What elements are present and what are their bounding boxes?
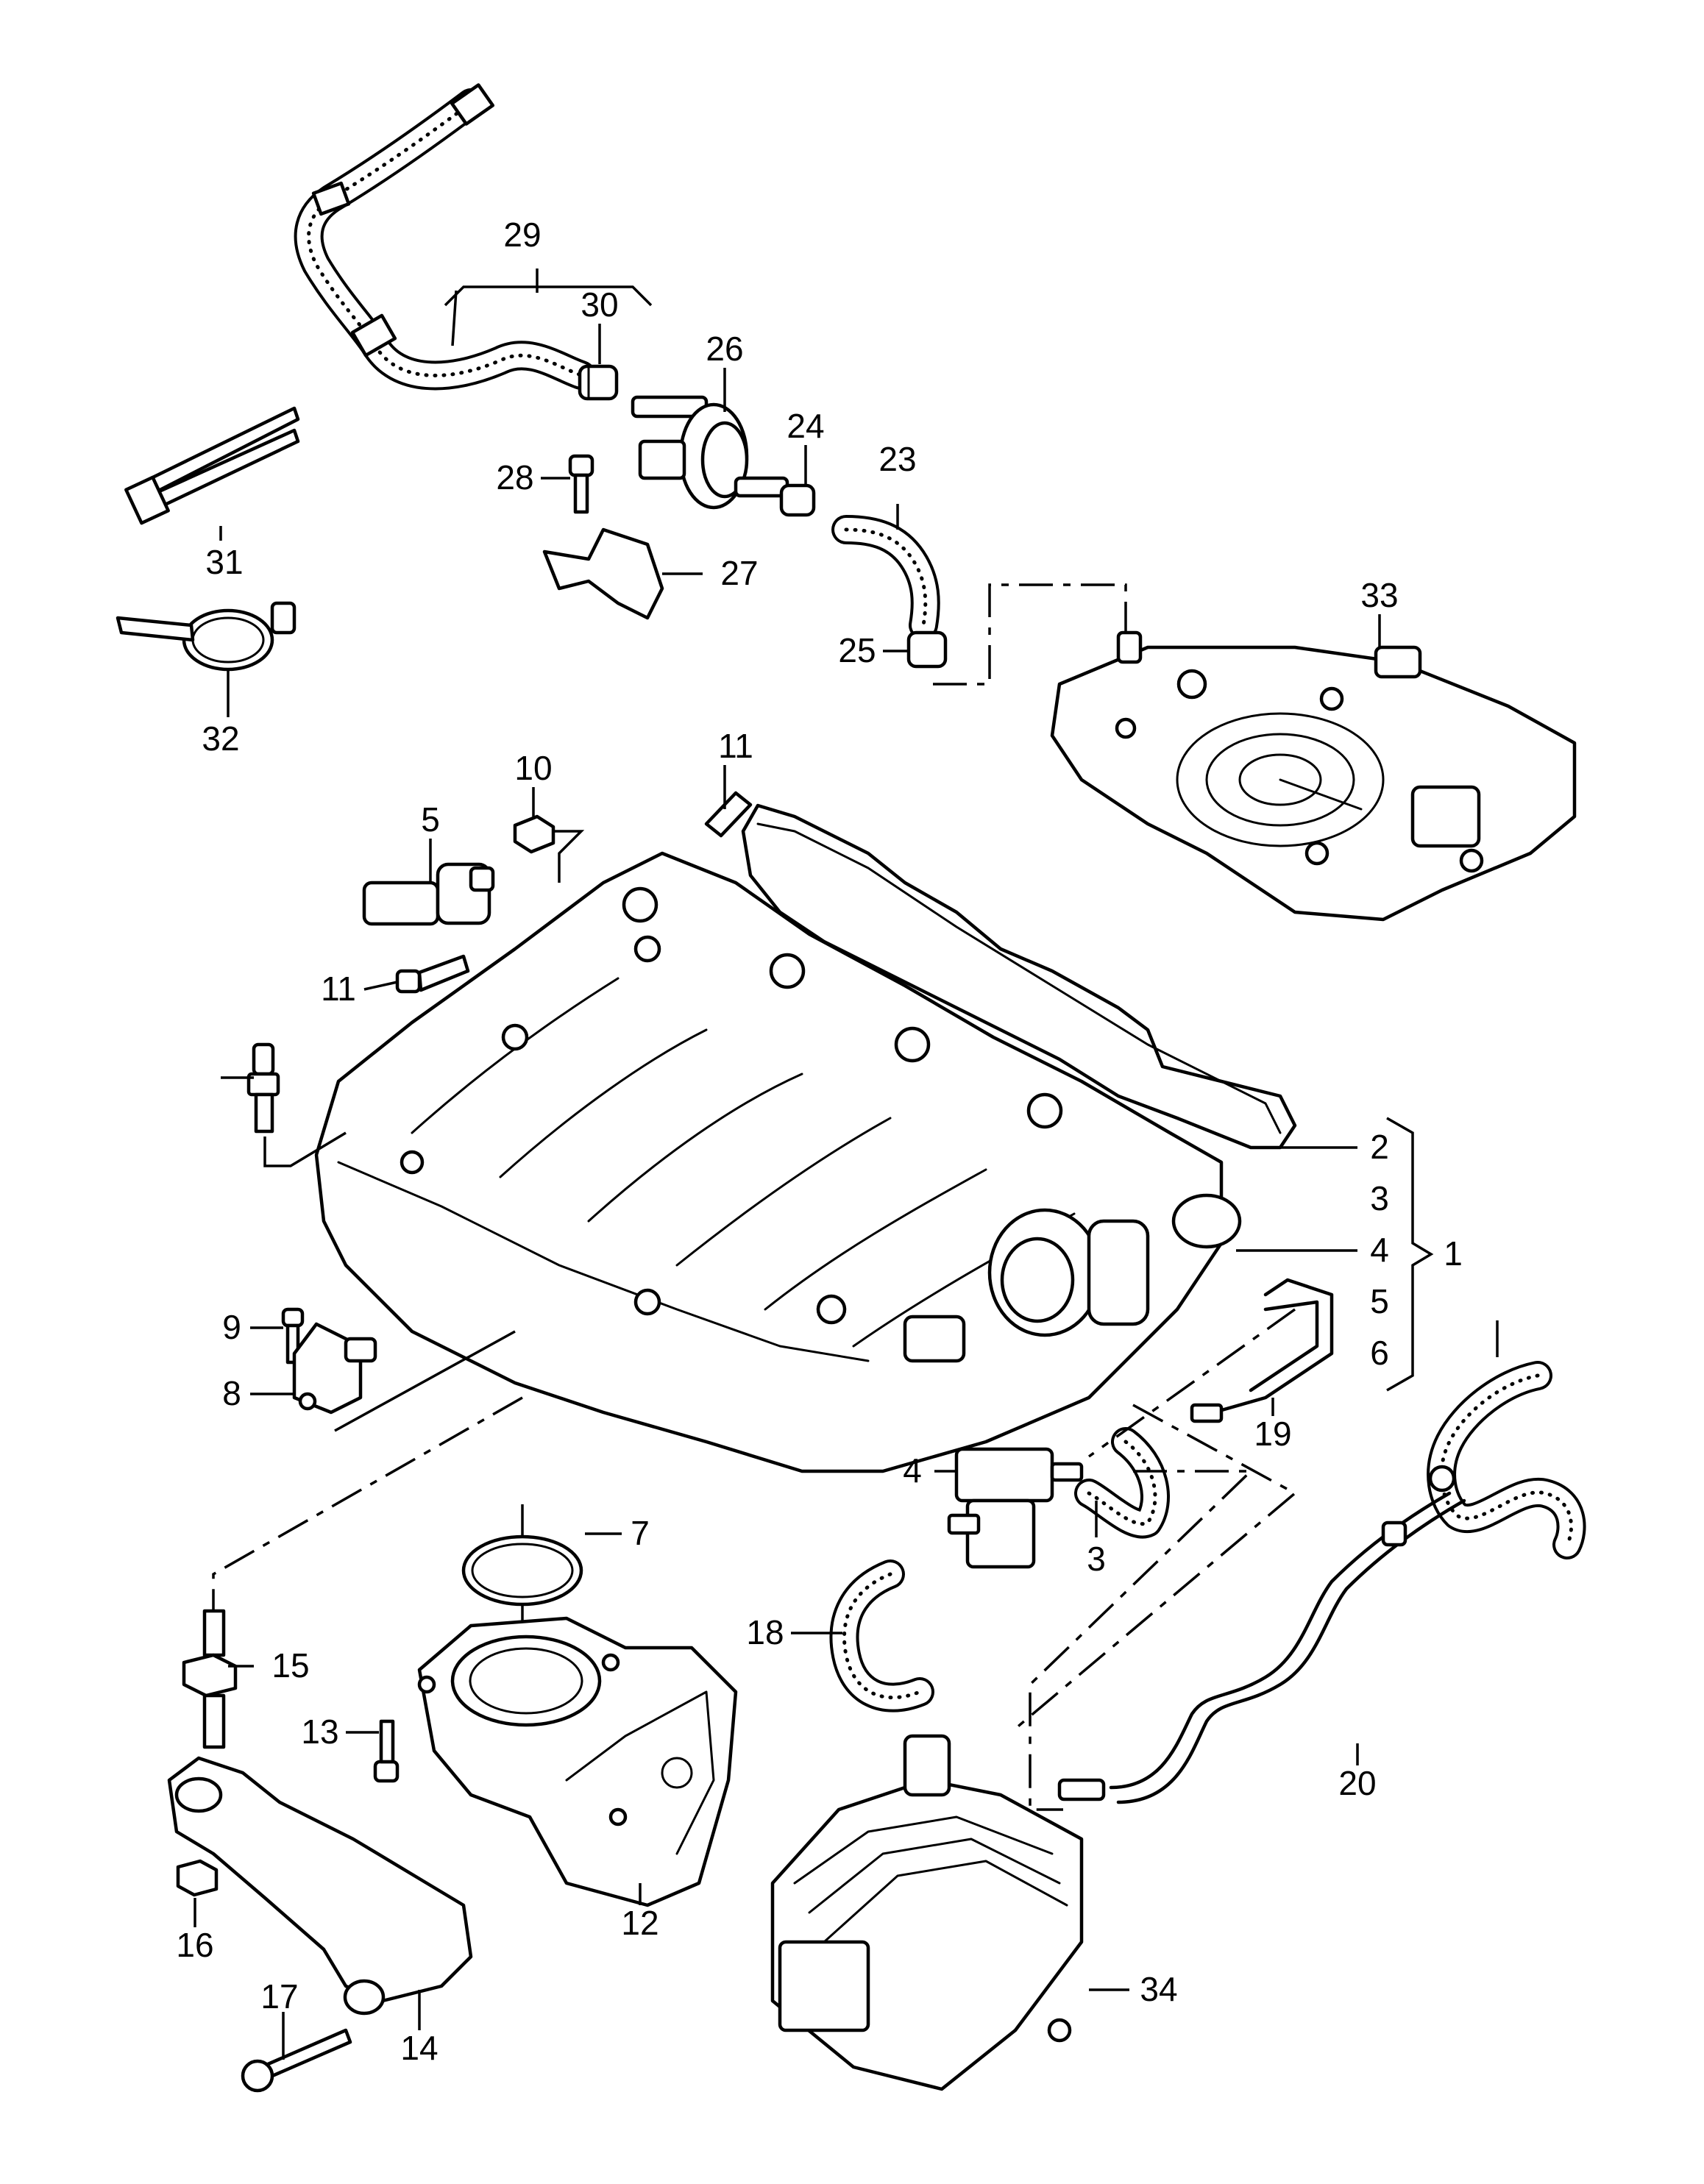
callout-26: 28 (496, 458, 533, 497)
throttle-body-12 (417, 1616, 738, 1907)
callout-32: 34 (1140, 1970, 1177, 2008)
callout-9: 10 (514, 749, 552, 787)
cable-tie-29 (124, 406, 300, 525)
callout-31: 33 (1360, 576, 1398, 614)
intake-manifold-1 (314, 851, 1242, 1473)
bolt-26 (568, 454, 594, 514)
resonator-32 (770, 1734, 1084, 2091)
callout-3: 3 (1087, 1540, 1106, 1578)
line-20 (1057, 1491, 1466, 1804)
bracket-25 (542, 527, 664, 620)
breather-hose-assembly (294, 83, 596, 391)
nut-9 (513, 814, 555, 854)
valve-24 (631, 395, 789, 510)
hose-18 (829, 1559, 934, 1712)
hose-clip-30 (116, 601, 297, 672)
callout-25: 27 (720, 554, 758, 592)
callout-labels: 29 30 26 24 23 28 27 25 31 32 33 11 10 5… (176, 216, 1462, 2067)
callout-20: 20 (1338, 1764, 1376, 1802)
sensor-5 (362, 862, 495, 926)
dashed-connector (212, 1396, 523, 1633)
screw-13 (373, 1719, 400, 1783)
stud-15 (182, 1609, 238, 1749)
hose-21 (831, 515, 940, 640)
leader-line (334, 1330, 516, 1432)
gasket-2 (741, 803, 1297, 1150)
hose-clamp-22 (779, 483, 816, 517)
callout-5-list: 5 (1370, 1282, 1389, 1320)
hose-3 (1074, 1427, 1170, 1539)
callout-4: 4 (903, 1451, 922, 1490)
callout-8: 9 (222, 1308, 241, 1346)
callout-14: 14 (400, 2029, 438, 2067)
bolt-11 (395, 954, 470, 994)
callout-21: 23 (878, 440, 916, 478)
callout-15: 15 (271, 1646, 309, 1685)
o-ring-6 (461, 1534, 583, 1607)
callout-13: 13 (301, 1712, 338, 1751)
bolt-17 (241, 2028, 352, 2093)
hose-19 (1190, 1278, 1334, 1423)
callout-30: 32 (202, 719, 239, 758)
callout-24: 26 (706, 330, 743, 368)
callout-22: 24 (787, 407, 824, 445)
callout-5: 5 (421, 800, 440, 839)
leader-line (263, 1131, 347, 1167)
callout-1: 1 (1444, 1234, 1463, 1273)
solenoid-valve-4 (947, 1447, 1084, 1569)
callout-4-list: 4 (1370, 1231, 1389, 1269)
sensor-7 (292, 1322, 377, 1415)
callout-3-list: 3 (1370, 1179, 1389, 1217)
hose-clamp-28 (578, 364, 619, 401)
callout-27: 29 (503, 216, 541, 254)
bracket-14 (167, 1756, 473, 2016)
callout-16: 16 (176, 1926, 213, 1964)
callout-10: 11 (718, 727, 753, 765)
callout-28: 30 (581, 285, 618, 324)
dashed-connector (933, 583, 1127, 686)
callout-2: 2 (1370, 1128, 1389, 1166)
callout-29: 31 (205, 543, 243, 581)
hose-clamp-23 (906, 630, 948, 669)
callout-12: 12 (621, 1904, 658, 1942)
hose-33 (1427, 1361, 1586, 1559)
callout-17: 17 (260, 1977, 298, 2016)
dashed-connector (1029, 1470, 1254, 1811)
callout-19: 19 (1254, 1415, 1291, 1453)
callout-11: 11 (321, 970, 356, 1008)
leader-lines (194, 268, 1499, 2060)
fitting-34 (246, 1042, 280, 1134)
callout-7: 8 (222, 1374, 241, 1412)
dashed-connector (1087, 1308, 1296, 1458)
nut-16 (176, 1859, 219, 1897)
callout-6: 7 (631, 1514, 650, 1552)
callout-6-list: 6 (1370, 1334, 1389, 1372)
crankcase-cover-31 (1050, 630, 1577, 922)
callout-23: 25 (838, 631, 876, 669)
callout-18: 18 (746, 1613, 784, 1651)
